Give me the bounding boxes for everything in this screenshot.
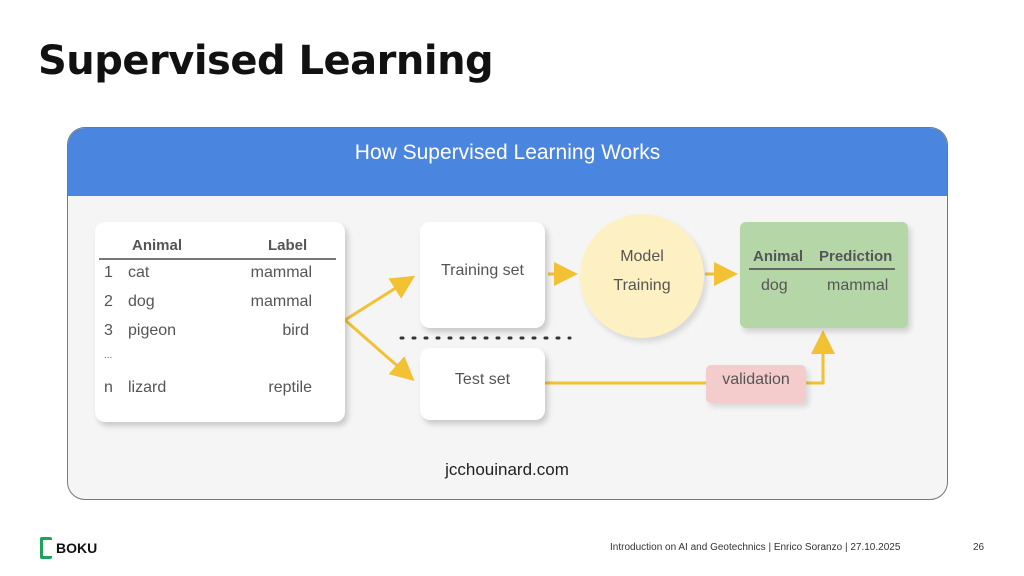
table-header-animal: Animal <box>132 237 183 254</box>
model-training-circle: Model Training <box>580 214 704 338</box>
footer-text: Introduction on AI and Geotechnics | Enr… <box>610 542 901 553</box>
arrow-validation-to-prediction <box>806 330 835 385</box>
prediction-box: Animal Prediction dog mammal <box>740 222 908 328</box>
page-number: 26 <box>973 542 985 553</box>
diagram-header: How Supervised Learning Works <box>68 128 947 196</box>
prediction-divider <box>749 268 895 270</box>
table-header-label: Label <box>268 237 308 254</box>
table-divider <box>99 258 336 260</box>
model-label: Model <box>620 248 664 265</box>
arrow-to-test <box>344 318 415 381</box>
training-label: Training <box>613 277 671 294</box>
test-set-box: Test set <box>420 348 545 420</box>
source-label: jcchouinard.com <box>445 460 569 479</box>
slide-title: Supervised Learning <box>38 38 494 84</box>
boku-logo-text: BOKU <box>56 540 98 556</box>
validation-box: validation <box>706 365 806 403</box>
prediction-header-animal: Animal <box>753 248 804 265</box>
training-set-box: Training set <box>420 222 545 328</box>
boku-logo-icon <box>40 537 52 559</box>
prediction-animal: dog <box>761 277 788 294</box>
arrow-to-training <box>344 275 416 322</box>
prediction-value: mammal <box>827 277 889 294</box>
prediction-header-prediction: Prediction <box>819 248 893 265</box>
